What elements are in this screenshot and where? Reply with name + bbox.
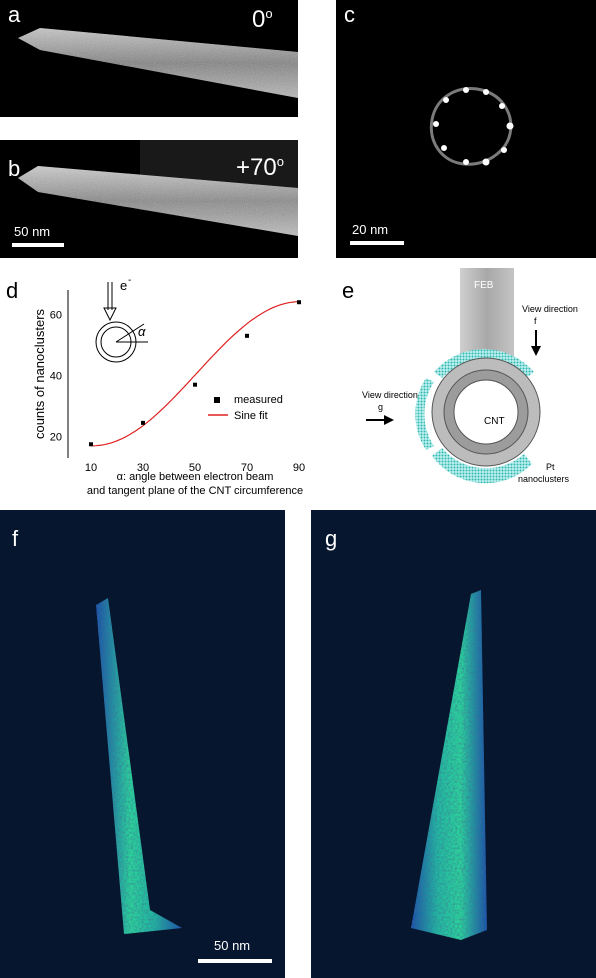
measured-point <box>89 442 93 447</box>
inset-angle-label: α <box>138 324 146 339</box>
feb-label: FEB <box>474 280 494 291</box>
view-f-line1: View direction <box>522 304 578 314</box>
chart-legend: measured Sine fit <box>208 394 283 422</box>
tem-image-b <box>18 140 298 236</box>
pt-cluster-left <box>415 378 434 450</box>
y-ticks: 20 40 60 <box>50 309 62 443</box>
x-tick-label: 90 <box>293 462 305 474</box>
view-f-arrowhead <box>531 346 541 356</box>
legend-measured-label: measured <box>234 394 283 406</box>
panel-g: g <box>311 510 596 978</box>
x-tick-label: 50 <box>189 462 201 474</box>
y-tick-label: 40 <box>50 371 62 383</box>
measured-point <box>245 333 249 338</box>
panel-b-degree: o <box>276 154 284 169</box>
panel-f: f 50 nm <box>0 510 285 978</box>
panel-d-label: d <box>6 278 18 303</box>
panel-f-label: f <box>12 526 19 551</box>
panel-f-scale-bar <box>198 959 272 963</box>
inset-beam-sup: - <box>128 275 131 286</box>
sine-fit-line <box>91 301 300 447</box>
x-axis-label-line2: and tangent plane of the CNT circumferen… <box>87 485 303 497</box>
chart-d: d counts of nanoclusters α: angle betwee… <box>6 275 305 497</box>
y-tick-label: 20 <box>50 432 62 444</box>
panel-g-label: g <box>325 526 338 551</box>
y-tick-label: 60 <box>50 309 62 321</box>
measured-point <box>297 300 301 305</box>
measured-points <box>89 300 301 447</box>
panel-b-scale-label: 50 nm <box>14 224 51 239</box>
measured-point <box>193 382 197 387</box>
panel-e: e FEB CNT View direction f View directio… <box>336 268 596 508</box>
cnt-label: CNT <box>484 416 505 427</box>
legend-measured-marker <box>214 397 220 403</box>
x-tick-label: 30 <box>137 462 149 474</box>
legend-fit-label: Sine fit <box>234 410 268 422</box>
cnt-core <box>453 379 519 445</box>
panel-c-scale-bar <box>350 241 404 245</box>
x-axis-label-line1: α: angle between electron beam <box>117 471 274 483</box>
panel-b: b +70o 50 nm <box>0 140 298 258</box>
panel-d: d counts of nanoclusters α: angle betwee… <box>0 268 320 508</box>
panel-a: a 0o <box>0 0 298 117</box>
view-f-line2: f <box>534 316 537 326</box>
panel-c-label: c <box>344 2 355 27</box>
panel-c-scale-label: 20 nm <box>352 222 389 237</box>
panel-f-scale-label: 50 nm <box>214 938 251 953</box>
pt-cluster-top <box>434 349 534 378</box>
panel-b-angle-value: +70 <box>236 154 277 181</box>
pt-label-line2: nanoclusters <box>518 474 570 484</box>
view-g-line2: g <box>378 402 383 412</box>
view-g-arrowhead <box>384 415 394 425</box>
pt-label-line1: Pt <box>546 462 555 472</box>
panel-a-label: a <box>8 2 21 27</box>
tem-image-c <box>429 87 514 166</box>
pt-cluster-bottom <box>432 448 532 484</box>
schematic-e: e FEB CNT View direction f View directio… <box>342 268 578 484</box>
panel-e-label: e <box>342 278 354 303</box>
view-g-line1: View direction <box>362 390 418 400</box>
tem-image-a <box>18 28 298 98</box>
panel-b-scale-bar <box>12 243 64 247</box>
measured-point <box>141 420 145 425</box>
panel-b-angle: +70o <box>236 154 284 182</box>
inset-schematic: e - α <box>95 275 148 363</box>
x-tick-label: 70 <box>241 462 253 474</box>
panel-b-label: b <box>8 156 21 181</box>
panel-a-degree: o <box>265 6 273 21</box>
tomogram-g <box>411 590 487 940</box>
y-axis-label: counts of nanoclusters <box>32 308 47 439</box>
x-ticks: 10 30 50 70 90 <box>85 462 305 474</box>
inset-beam-label: e <box>120 278 127 293</box>
tomogram-f <box>96 598 182 934</box>
panel-a-angle: 0o <box>252 6 273 34</box>
panel-c: c 20 nm <box>336 0 596 258</box>
panel-a-angle-value: 0 <box>252 6 266 33</box>
x-tick-label: 10 <box>85 462 97 474</box>
